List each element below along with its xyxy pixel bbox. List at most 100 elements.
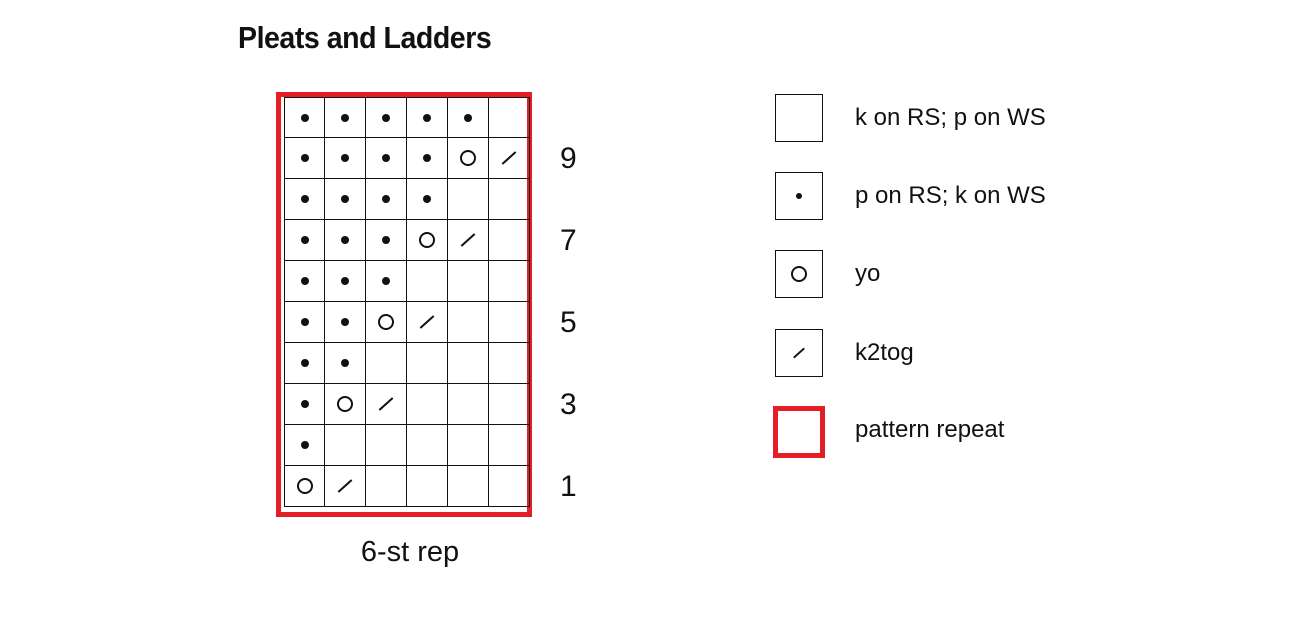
chart-cell [284,261,325,302]
chart-cell [489,425,530,466]
chart-cell [366,466,407,507]
chart-cell [366,179,407,220]
legend-label: yo [855,260,881,287]
row-number: 9 [560,141,577,175]
chart-cell [366,302,407,343]
chart-cell [366,343,407,384]
chart-cell [407,384,448,425]
purl-dot-icon [300,400,309,408]
chart-row [284,384,530,425]
chart-cell [366,220,407,261]
chart-cell [407,466,448,507]
legend-swatch-yo [775,250,823,298]
stitch-chart-grid [284,97,530,507]
chart-cell [325,179,366,220]
chart-cell [325,343,366,384]
purl-dot-icon [341,154,349,162]
yarn-over-circle-icon [419,232,435,248]
pattern-repeat-border [276,92,532,517]
chart-cell [448,302,489,343]
purl-dot-icon [341,113,349,122]
chart-cell [407,97,448,138]
k2tog-slash-icon [793,347,805,359]
row-number: 1 [560,469,577,503]
chart-cell [448,466,489,507]
purl-dot-icon [464,113,472,122]
chart-row [284,425,530,466]
chart-row [284,466,530,507]
chart-cell [284,138,325,179]
yarn-over-circle-icon [296,478,313,494]
legend-label: pattern repeat [855,416,1005,443]
purl-dot-icon [300,236,309,244]
purl-dot-icon [300,318,309,326]
chart-cell [489,261,530,302]
chart-cell [407,425,448,466]
chart-cell [407,302,448,343]
chart-cell [325,97,366,138]
purl-dot-icon [300,195,309,203]
k2tog-slash-icon [460,233,476,247]
chart-cell [448,384,489,425]
legend-swatch-k2tog [775,329,823,377]
purl-dot-icon [300,113,309,122]
chart-row [284,302,530,343]
chart-cell [366,138,407,179]
row-number: 5 [560,305,577,339]
yarn-over-circle-icon [337,396,353,412]
chart-cell [489,138,530,179]
k2tog-slash-icon [337,479,353,493]
purl-dot-icon [300,359,309,367]
chart-row [284,220,530,261]
chart-title: Pleats and Ladders [238,20,492,55]
chart-cell [448,97,489,138]
chart-cell [325,384,366,425]
chart-cell [448,138,489,179]
repeat-label: 6-st rep [360,536,460,568]
k2tog-slash-icon [419,315,435,329]
chart-cell [407,138,448,179]
chart-cell [489,220,530,261]
chart-cell [448,261,489,302]
legend-swatch-purl [775,172,823,220]
legend-swatch-knit [775,94,823,142]
chart-cell [284,425,325,466]
purl-dot-icon [341,236,349,244]
purl-dot-icon [423,195,431,203]
purl-dot-icon [382,195,390,203]
row-number: 3 [560,387,577,421]
k2tog-slash-icon [378,397,394,411]
chart-row [284,138,530,179]
yarn-over-circle-icon [460,150,476,166]
legend-swatch-repeat [773,406,825,458]
chart-cell [407,261,448,302]
chart-cell [489,97,530,138]
chart-cell [448,220,489,261]
chart-cell [325,138,366,179]
chart-cell [366,97,407,138]
chart-cell [284,220,325,261]
chart-cell [489,343,530,384]
chart-cell [325,261,366,302]
purl-dot-icon [341,359,349,367]
chart-cell [284,343,325,384]
row-number: 7 [560,223,577,257]
chart-cell [284,302,325,343]
chart-cell [325,220,366,261]
purl-dot-icon [382,113,390,122]
chart-row [284,261,530,302]
chart-cell [448,179,489,220]
purl-dot-icon [341,195,349,203]
chart-cell [325,302,366,343]
purl-dot-icon [382,277,390,285]
legend-label: p on RS; k on WS [855,182,1046,209]
purl-dot-icon [300,277,309,285]
chart-cell [366,425,407,466]
chart-cell [325,425,366,466]
chart-cell [284,179,325,220]
chart-cell [448,425,489,466]
legend-label: k2tog [855,339,914,366]
chart-cell [325,466,366,507]
chart-cell [407,179,448,220]
chart-cell [489,302,530,343]
